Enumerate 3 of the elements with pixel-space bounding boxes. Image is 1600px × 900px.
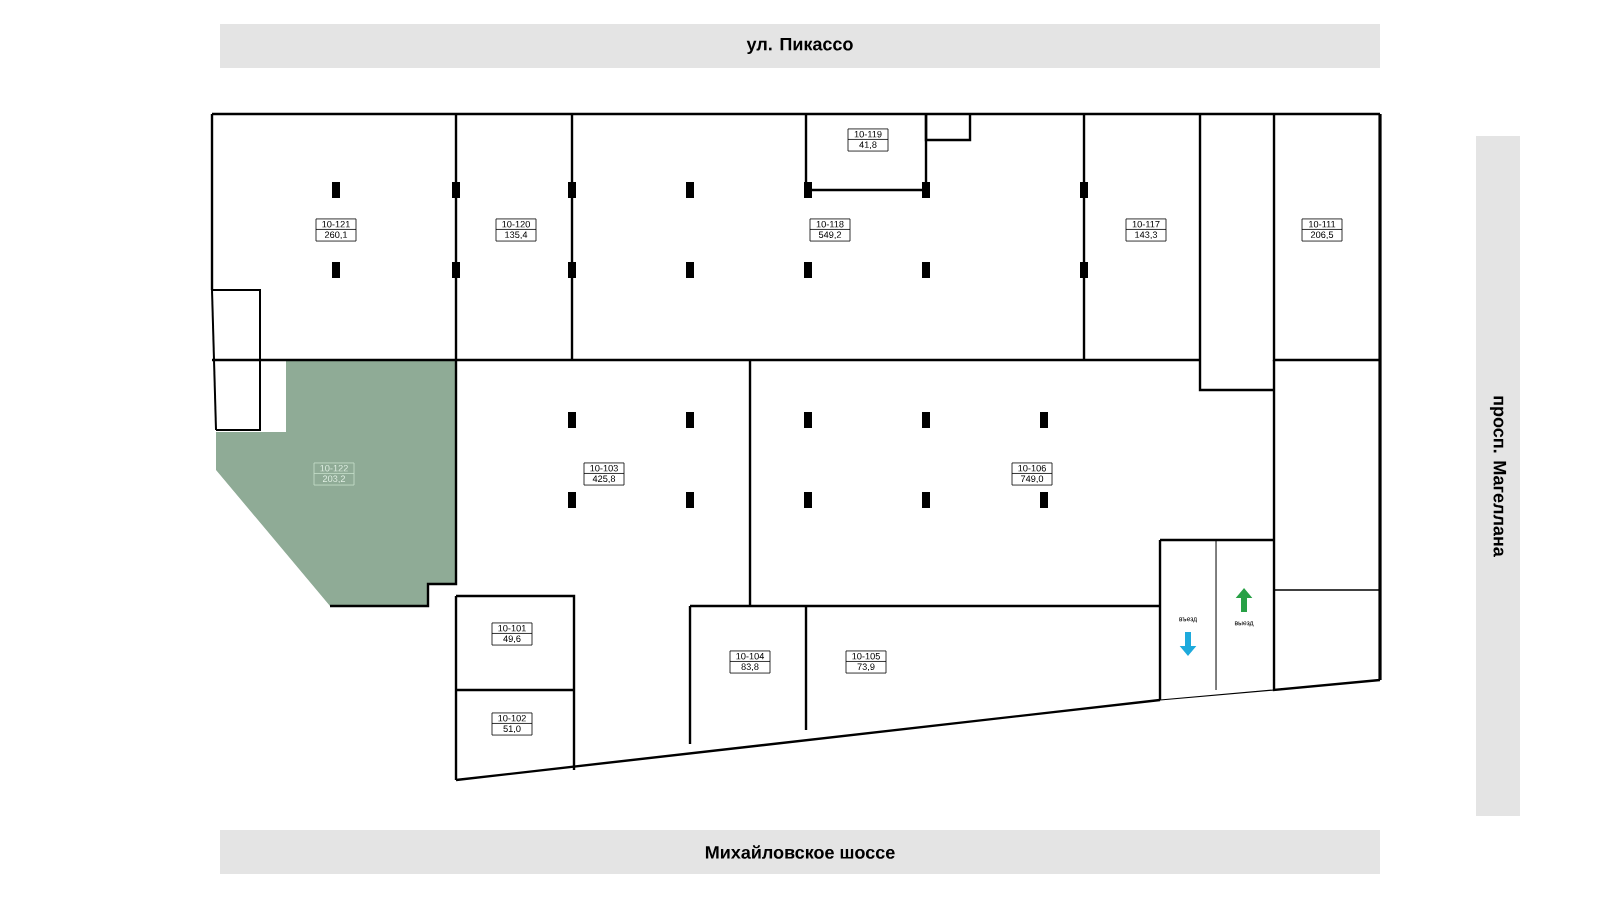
street-label: просп. Магеллана [1476,136,1520,816]
street-label: Михайловское шоссе [220,830,1380,874]
street-label: ул. Пикассо [220,24,1380,68]
